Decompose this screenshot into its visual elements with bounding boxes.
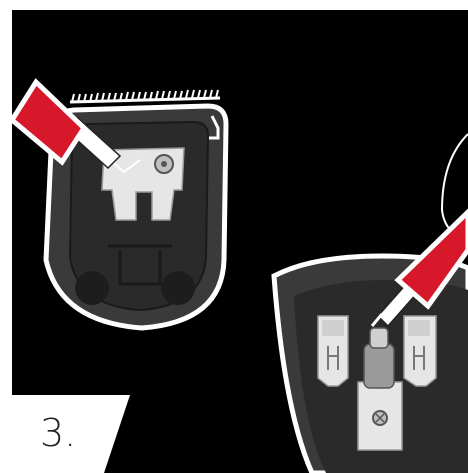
step-label: 3. (12, 395, 132, 473)
blade-teeth (70, 90, 220, 102)
trimmer-blade-oiling-icon (12, 82, 226, 328)
step-number: 3. (40, 413, 76, 453)
blade-base-oiling-icon (274, 134, 468, 473)
instruction-panel: 3. (12, 10, 468, 473)
